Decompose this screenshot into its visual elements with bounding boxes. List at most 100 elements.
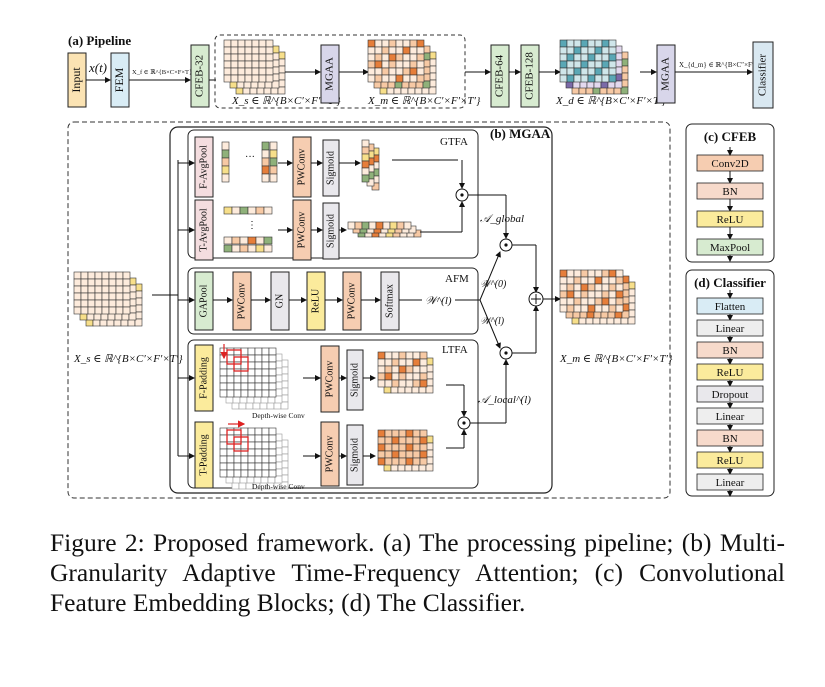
grid-cell: [608, 46, 617, 55]
grid-cell: [559, 269, 568, 278]
grid-cell: [87, 278, 96, 287]
grid-cell: [223, 74, 232, 83]
cfeb32-label: CFEB-32: [194, 55, 206, 97]
grid-cell: [615, 297, 624, 306]
grid-cell: [381, 53, 390, 62]
grid-cell: [559, 53, 568, 62]
grid-cell: [566, 74, 575, 83]
grid-cell: [405, 365, 414, 374]
vector-cell: [261, 173, 270, 183]
grid-cell: [226, 382, 235, 391]
grid-cell: [251, 67, 260, 76]
grid-cell: [566, 290, 575, 299]
grid-cell: [615, 269, 624, 278]
framework-diagram: (a) Pipeline Input x(t) FEM X_f ∈ ℝ^{B×C…: [67, 33, 775, 499]
grid-cell: [573, 74, 582, 83]
attention-cell: [382, 221, 391, 230]
grid-cell: [240, 361, 249, 370]
grid-cell: [240, 434, 249, 443]
grid-cell: [566, 304, 575, 313]
vector-cell: [263, 244, 273, 253]
vector-cell: [223, 236, 233, 245]
grid-cell: [274, 475, 283, 484]
dwconv-label: Depth-wise Conv: [252, 482, 305, 491]
favgpool-block: [194, 136, 214, 198]
pwconv-label: PWConv: [236, 283, 247, 320]
grid-cell: [219, 462, 228, 471]
mgaa2-block: [656, 44, 676, 104]
afm-label: AFM: [445, 273, 469, 285]
grid-cell: [412, 436, 421, 445]
grid-cell: [223, 60, 232, 69]
vector-cell: [255, 236, 265, 245]
grid-cell: [608, 304, 617, 313]
grid-cell: [402, 67, 411, 76]
grid-cell: [573, 269, 582, 278]
grid-cell: [80, 292, 89, 301]
grid-cell: [115, 292, 124, 301]
grid-cell: [94, 278, 103, 287]
vector-cell: [269, 157, 278, 167]
grid-cell: [230, 74, 239, 83]
grid-cell: [237, 46, 246, 55]
vector-cell: [255, 244, 265, 253]
grid-cell: [254, 462, 263, 471]
grid-cell: [594, 74, 603, 83]
grid-cell: [388, 46, 397, 55]
grid-cell: [134, 318, 143, 327]
local-attention-map-f: [377, 351, 434, 394]
grid-cell: [240, 347, 249, 356]
grid-cell: [101, 285, 110, 294]
grid-cell: [219, 469, 228, 478]
grid-cell: [412, 450, 421, 459]
sigmoid-block: [346, 424, 364, 486]
fpadding-block: [194, 344, 214, 412]
grid-cell: [101, 306, 110, 315]
grid-cell: [601, 46, 610, 55]
grid-cell: [601, 39, 610, 48]
grid-cell: [398, 450, 407, 459]
grid-cell: [608, 39, 617, 48]
grid-cell: [615, 276, 624, 285]
gapool-block: [194, 271, 214, 331]
grid-cell: [398, 443, 407, 452]
grid-cell: [416, 39, 425, 48]
grid-cell: [405, 372, 414, 381]
grid-cell: [601, 53, 610, 62]
grid-cell: [240, 389, 249, 398]
grid-cell: [608, 290, 617, 299]
grid-cell: [237, 39, 246, 48]
vector-cell: [239, 236, 249, 245]
grid-cell: [559, 39, 568, 48]
grid-cell: [395, 60, 404, 69]
grid-cell: [402, 46, 411, 55]
grid-cell: [277, 86, 286, 95]
grid-cell: [240, 427, 249, 436]
grid-cell: [237, 67, 246, 76]
vector-cell: [263, 236, 273, 245]
grid-cell: [226, 368, 235, 377]
w-0-label: 𝒲^(0): [480, 279, 507, 290]
grid-cell: [268, 455, 277, 464]
grid-cell: [409, 67, 418, 76]
grid-cell: [230, 60, 239, 69]
grid-cell: [580, 283, 589, 292]
cfeb128-label: CFEB-128: [524, 52, 536, 100]
mgaa-region-dashed: [214, 34, 466, 109]
grid-cell: [87, 299, 96, 308]
grid-cell: [233, 469, 242, 478]
grid-cell: [261, 469, 270, 478]
grid-cell: [391, 358, 400, 367]
grid-cell: [559, 297, 568, 306]
grid-cell: [398, 351, 407, 360]
grid-cell: [391, 379, 400, 388]
pwconv-block: [232, 271, 252, 331]
grid-cell: [580, 60, 589, 69]
grid-cell: [580, 53, 589, 62]
grid-cell: [247, 434, 256, 443]
grid-cell: [219, 455, 228, 464]
sigmoid-label: Sigmoid: [349, 438, 360, 472]
grid-cell: [108, 278, 117, 287]
attention-cell: [361, 221, 370, 230]
arrow: [479, 251, 501, 301]
